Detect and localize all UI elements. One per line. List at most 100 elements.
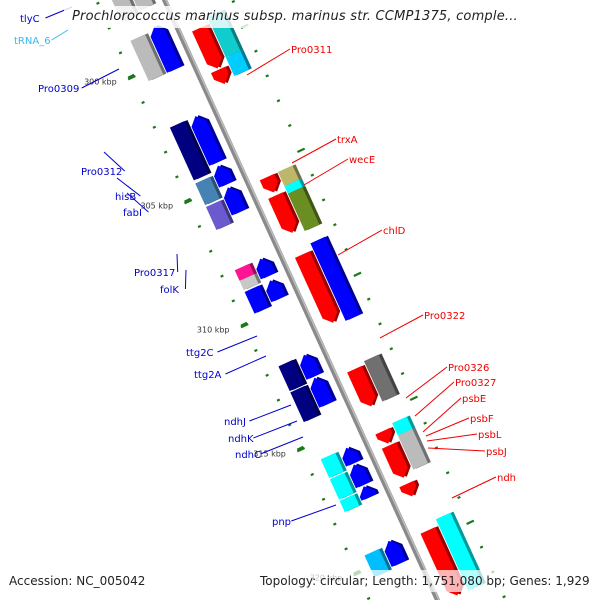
left-gene-label: tlyC [20,14,40,25]
scale-label: 305 kbp [140,202,173,211]
scale-tick-mark [118,51,123,55]
gene-feature [290,384,322,423]
right-gene-label: chlD [383,226,406,237]
scale-tick-mark [276,99,281,103]
scale-tick-mark [163,150,168,154]
left-label-leader [253,420,298,439]
gene-feature-body [268,192,297,233]
right-gene-label: psbF [470,414,494,425]
gene-feature [384,539,410,568]
left-labels-layer: tlyCtRNA_6Pro0309Pro0312hisBfabIPro0317f… [14,6,337,528]
footer-band [0,570,600,592]
left-label-leader [176,253,179,273]
gene-feature [295,250,341,323]
right-label-leader [422,397,462,433]
gene-feature [310,376,337,408]
left-label-leader [225,355,267,375]
gene-feature-body [310,236,361,321]
left-gene-label: fabI [123,208,142,219]
gene-feature [300,353,325,380]
left-gene-label: ndhK [228,434,254,445]
gene-feature [210,65,232,85]
gene-feature-body [381,442,408,478]
gene-feature [363,353,400,402]
right-label-leader [291,138,337,164]
scale-tick-mark [353,271,362,277]
scale-tick-mark [254,49,258,53]
scale-major-tick [296,445,304,452]
left-label-leader [260,436,304,455]
right-label-leader [405,366,448,399]
scale-tick-mark [378,322,382,326]
gene-feature-body [384,540,407,568]
scale-tick-mark [296,147,306,153]
gene-feature [375,426,396,444]
title-band [64,6,534,28]
gene-feature [347,364,379,407]
left-gene-label: pnp [272,517,291,528]
left-gene-label: ndhJ [224,417,246,428]
scale-tick-mark [296,447,306,453]
gene-feature [278,358,308,392]
gene-feature-body [375,427,393,444]
gene-feature [392,415,416,436]
gene-feature-body [300,354,322,380]
right-label-leader [246,48,291,76]
gene-feature-body [363,354,397,402]
scale-tick-mark [344,247,348,252]
gene-feature-body [130,34,164,82]
left-label-leader [184,269,187,290]
scale-tick-mark [276,398,281,402]
gene-feature-body [239,274,259,291]
gene-feature-body [399,480,417,497]
left-label-leader [249,404,292,422]
right-label-leader [379,314,424,339]
gene-feature [268,191,300,233]
gene-feature [256,257,279,280]
left-gene-label: Pro0309 [38,84,79,95]
scale-tick-mark [321,198,326,202]
gene-feature-body [287,187,320,231]
scale-tick-mark [366,297,371,301]
gene-feature-body [205,200,231,230]
gene-feature-body [347,365,376,407]
left-label-leader [217,335,258,353]
scale-tick-mark [141,100,145,105]
gene-feature-body [295,251,338,323]
left-label-leader [81,68,120,89]
left-label-leader [291,504,337,522]
right-gene-label: ndh [497,473,516,484]
right-gene-label: trxA [337,135,358,146]
scale-tick-mark [310,173,315,177]
accession-text: Accession: NC_005042 [9,574,146,588]
scale-tick-mark [240,323,249,329]
scale-tick-mark [445,471,450,475]
right-gene-label: Pro0326 [448,363,489,374]
gene-feature [223,186,250,216]
gene-feature-body [195,176,220,206]
right-label-leader [427,447,486,452]
left-gene-label: Pro0317 [134,268,175,279]
scale-tick-mark [400,371,405,376]
scale-tick-mark [152,125,157,129]
gene-feature [225,49,252,76]
right-gene-label: Pro0311 [291,45,332,56]
gene-feature-body [359,486,377,501]
backbone-layer [161,0,441,600]
gene-feature [266,279,289,303]
scale-tick-mark [287,423,292,427]
scale-tick-mark [197,224,202,229]
gene-feature [259,172,281,193]
gene-feature [397,427,431,470]
gene-feature-body [329,472,354,500]
gene-feature-body [225,50,249,76]
scale-tick-mark [310,472,315,477]
gene-feature-body [397,428,428,470]
gene-feature-body [259,173,278,193]
gene-feature-body [223,187,247,216]
gene-feature [150,25,185,73]
gene-feature [359,485,380,501]
right-gene-label: wecE [349,155,375,166]
gene-feature-body [349,464,371,489]
gene-feature [287,186,323,231]
